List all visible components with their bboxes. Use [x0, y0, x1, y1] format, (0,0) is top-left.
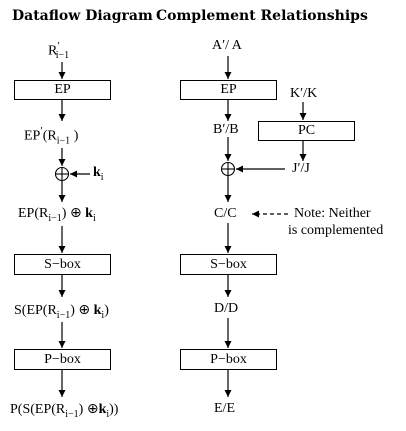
note-line-1: Note: Neither	[294, 206, 371, 221]
ep-out-sub: i−1	[56, 135, 71, 147]
ep-box-right: EP	[180, 80, 277, 100]
pc-box-label: PC	[297, 123, 316, 138]
s-out-key: k	[93, 303, 102, 318]
label-e-e: E/E	[214, 401, 235, 416]
label-p-out: P(S(EP(Ri−1) ⊕ki))	[10, 401, 119, 420]
p-out-sub: i−1	[65, 408, 79, 420]
title-complement: Complement Relationships	[156, 8, 368, 24]
label-xor-out: EP(Ri−1) ⊕ ki	[18, 205, 96, 224]
ep-out-r: R	[47, 128, 57, 144]
r-subscript: i−1	[55, 50, 70, 62]
xor-out-ep: EP(R	[18, 206, 49, 221]
pbox-right-label: P−box	[210, 352, 247, 367]
pc-box: PC	[258, 121, 355, 141]
ep-box-left-label: EP	[54, 82, 71, 97]
label-key-left: ki	[93, 165, 104, 183]
label-r-prime: R′i−1	[48, 40, 73, 61]
label-b-b: B′/B	[213, 122, 239, 137]
key-symbol: k	[93, 165, 101, 180]
pbox-right: P−box	[180, 349, 277, 370]
xor-out-close: )	[61, 206, 67, 221]
sbox-right: S−box	[180, 254, 277, 275]
pbox-left-label: P−box	[44, 352, 81, 367]
label-a-a: A′/ A	[212, 38, 242, 53]
xor-out-sub: i−1	[48, 212, 62, 224]
sbox-left: S−box	[14, 254, 111, 275]
xor-symbol-2: ⊕	[78, 302, 91, 318]
note-line-2: is complemented	[288, 223, 384, 238]
ep-out-prime: ′	[40, 125, 43, 137]
r-symbol: R	[48, 43, 58, 59]
label-s-out: S(EP(Ri−1) ⊕ ki)	[14, 302, 109, 321]
sbox-right-label: S−box	[210, 257, 247, 272]
p-out-prefix: P(S(EP(R	[10, 402, 66, 417]
xor-symbol-3: ⊕	[86, 401, 99, 417]
p-out-key-sub: i	[106, 408, 110, 420]
label-ep-out: EP′(Ri−1 )	[24, 125, 79, 147]
key-sub: i	[100, 171, 104, 183]
xor-out-key: k	[85, 206, 93, 221]
label-c-c: C/C	[214, 206, 237, 221]
p-out-key: k	[98, 402, 107, 417]
s-out-sub: i−1	[56, 309, 71, 321]
label-k-k: K′/K	[290, 86, 318, 101]
ep-box-right-label: EP	[220, 82, 237, 97]
label-d-d: D/D	[214, 301, 239, 316]
s-out-key-sub: i	[101, 309, 105, 321]
ep-box-left: EP	[14, 80, 111, 100]
title-dataflow: Dataflow Diagram	[12, 8, 153, 24]
xor-symbol-1: ⊕	[69, 205, 82, 221]
pbox-left: P−box	[14, 349, 111, 370]
xor-out-key-sub: i	[92, 212, 96, 224]
label-j-j: J′/J	[292, 161, 310, 176]
r-prime-mark: ′	[57, 40, 60, 52]
s-out-prefix: S(EP(R	[14, 303, 57, 318]
sbox-left-label: S−box	[44, 257, 81, 272]
ep-out-ep: EP	[24, 128, 41, 144]
